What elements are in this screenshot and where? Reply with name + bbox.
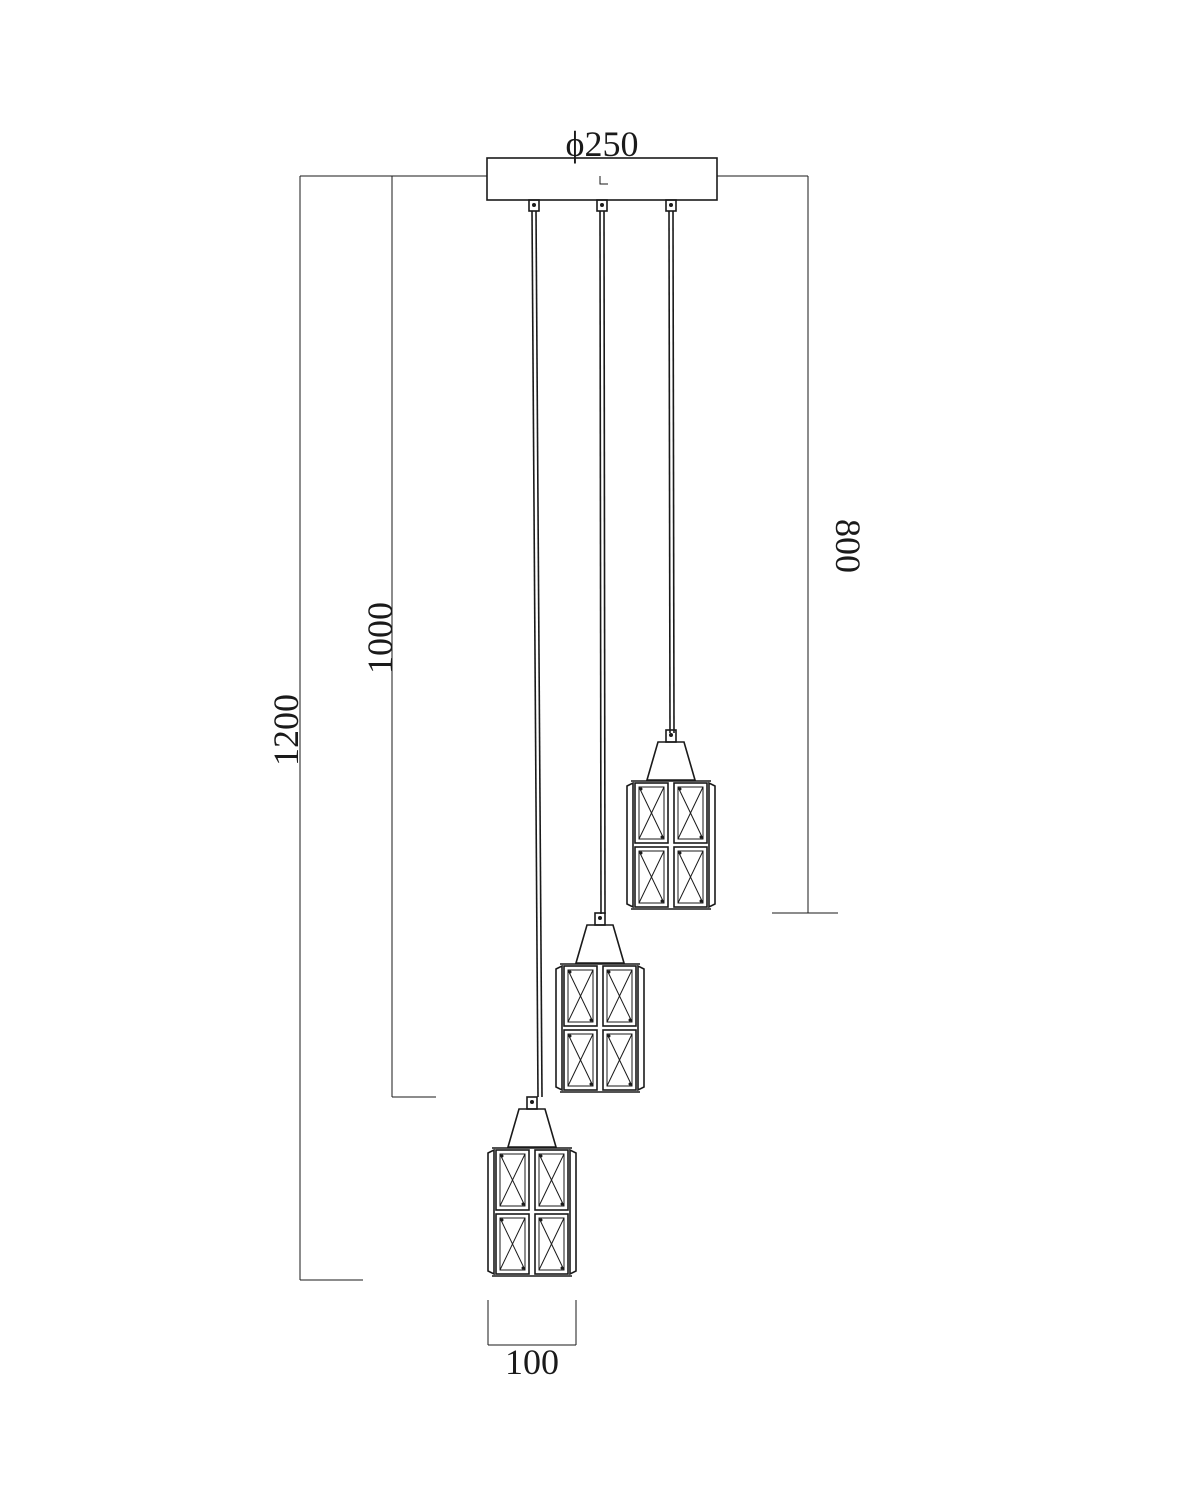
crystal-clip: [639, 787, 643, 791]
crystal-clip: [639, 851, 643, 855]
crystal-facet: [499, 1153, 526, 1207]
shade-holder: [506, 1108, 558, 1148]
crystal-clip: [628, 1018, 632, 1022]
metal-bar: [670, 781, 673, 909]
height-1000-label: 1000: [360, 602, 400, 674]
suspension-cords: [531, 210, 675, 1098]
shade-holder: [645, 741, 697, 781]
crystal-clip: [660, 899, 664, 903]
crystal-inner: [606, 969, 633, 1023]
crystal-clip: [589, 1082, 593, 1086]
crystal-frame: [634, 782, 669, 844]
shade-width-label: 100: [505, 1342, 559, 1382]
crystal-inner: [567, 1033, 594, 1087]
crystal-clip: [539, 1154, 543, 1158]
metal-bar: [599, 964, 602, 1092]
crystal-facet: [638, 850, 665, 904]
crystal-clip: [500, 1218, 504, 1222]
shade-holder: [574, 924, 626, 964]
crystal-frame: [534, 1149, 569, 1211]
crystal-inner: [638, 786, 665, 840]
crystal-inner: [538, 1153, 565, 1207]
crystal-clip: [607, 970, 611, 974]
crystal-frame: [534, 1213, 569, 1275]
pendant-shade-short: [626, 729, 716, 910]
crystal-clip: [589, 1018, 593, 1022]
dimension-lines: [299, 158, 838, 1346]
crystal-inner: [677, 850, 704, 904]
height-1200-label: 1200: [266, 694, 306, 766]
pendant-shade-long: [487, 1096, 577, 1277]
crystal-clip: [560, 1266, 564, 1270]
crystal-frame: [563, 965, 598, 1027]
crystal-clip: [607, 1034, 611, 1038]
crystal-clip: [539, 1218, 543, 1222]
crystal-clip: [699, 835, 703, 839]
crystal-clip: [560, 1202, 564, 1206]
crystal-frame: [602, 965, 637, 1027]
crystal-clip: [568, 1034, 572, 1038]
crystal-clip: [568, 970, 572, 974]
crystal-clip: [521, 1202, 525, 1206]
side-crystal-left: [626, 781, 634, 909]
crystal-frame: [495, 1213, 530, 1275]
crystal-clip: [678, 851, 682, 855]
crystal-inner: [499, 1153, 526, 1207]
crystal-inner: [677, 786, 704, 840]
metal-bar: [531, 1148, 534, 1276]
cap-screw: [669, 733, 673, 737]
side-crystal-right: [708, 781, 716, 909]
canopy-diameter-label: ϕ250: [566, 124, 639, 164]
pendant-shade-medium: [555, 912, 645, 1093]
crystal-facet: [606, 969, 633, 1023]
side-crystal-right: [569, 1148, 577, 1276]
crystal-clip: [628, 1082, 632, 1086]
side-crystal-left: [555, 964, 563, 1092]
side-crystal-right: [637, 964, 645, 1092]
crystal-frame: [634, 846, 669, 908]
crystal-facet: [677, 850, 704, 904]
ceiling-canopy: [486, 157, 718, 212]
crystal-facet: [567, 1033, 594, 1087]
crystal-frame: [673, 846, 708, 908]
crystal-facet: [606, 1033, 633, 1087]
crystal-frame: [495, 1149, 530, 1211]
crystal-inner: [606, 1033, 633, 1087]
crystal-inner: [538, 1217, 565, 1271]
crystal-facet: [538, 1217, 565, 1271]
crystal-facet: [638, 786, 665, 840]
crystal-clip: [660, 835, 664, 839]
crystal-clip: [678, 787, 682, 791]
crystal-inner: [499, 1217, 526, 1271]
crystal-frame: [673, 782, 708, 844]
side-crystal-left: [487, 1148, 495, 1276]
cap-screw: [530, 1100, 534, 1104]
crystal-inner: [638, 850, 665, 904]
crystal-clip: [521, 1266, 525, 1270]
crystal-facet: [677, 786, 704, 840]
crystal-frame: [563, 1029, 598, 1091]
crystal-frame: [602, 1029, 637, 1091]
crystal-facet: [538, 1153, 565, 1207]
crystal-clip: [500, 1154, 504, 1158]
cap-screw: [598, 916, 602, 920]
crystal-inner: [567, 969, 594, 1023]
height-800-label: 800: [828, 519, 868, 573]
crystal-clip: [699, 899, 703, 903]
crystal-facet: [499, 1217, 526, 1271]
crystal-facet: [567, 969, 594, 1023]
